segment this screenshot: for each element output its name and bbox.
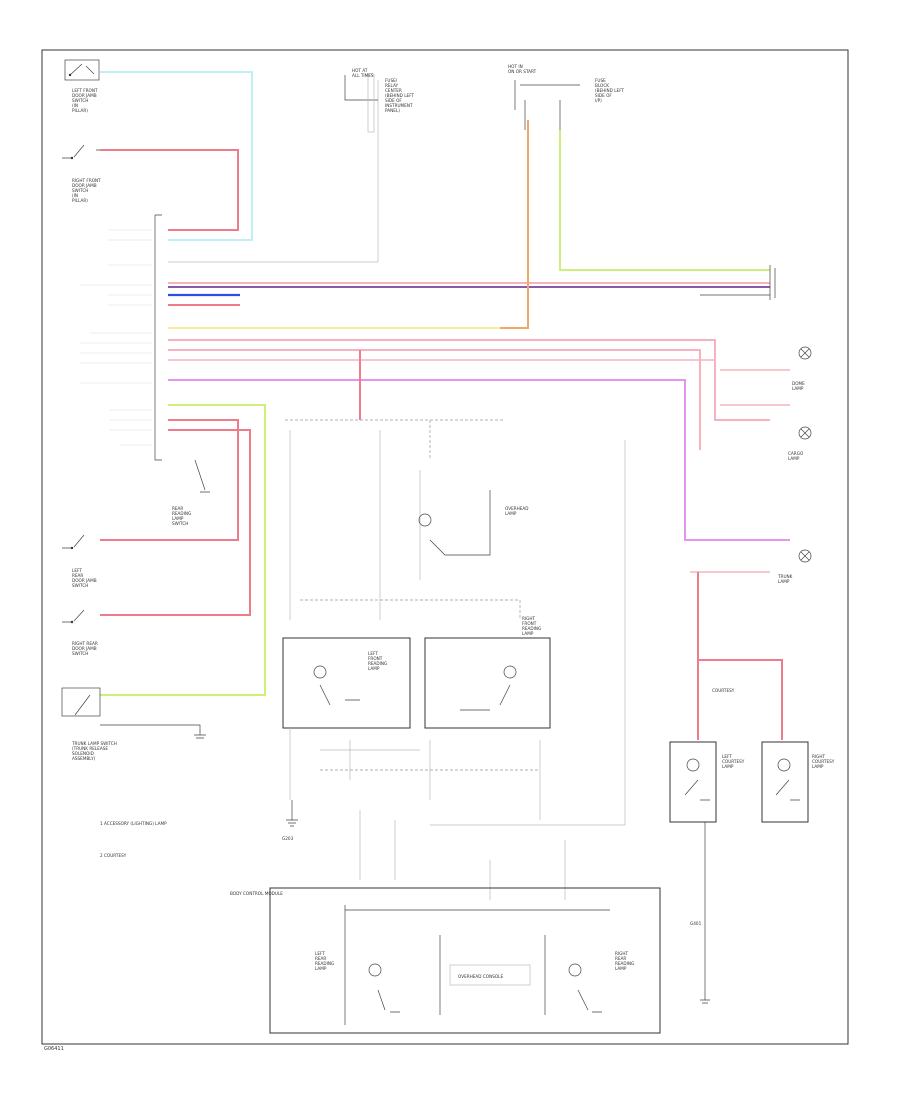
- left-rear-switch: [62, 534, 85, 550]
- center-top-lamp: [418, 490, 491, 556]
- red-courtesy-branch: [698, 659, 783, 740]
- green-wire-top: [559, 130, 770, 271]
- bcm-connector: [154, 214, 162, 461]
- left-courtesy-lamp: [669, 741, 717, 823]
- ground-lower-label: G401: [690, 921, 702, 926]
- red-wire-rr: [100, 429, 251, 616]
- rear-console-switch: [194, 459, 210, 493]
- courtesy-ground: [700, 822, 710, 1004]
- pink-wire-2: [168, 349, 701, 450]
- legend-1: 1 ACCESSORY (LIGHTING) LAMP: [100, 821, 167, 826]
- module-center-label: OVERHEAD CONSOLE: [458, 974, 503, 979]
- diagram-frame: [41, 49, 849, 1045]
- orange-wire: [168, 120, 529, 329]
- right-lamp-3: [798, 549, 812, 563]
- module-label: BODY CONTROL MODULE: [230, 891, 283, 896]
- fuse-block-center: [344, 73, 378, 133]
- rear-module: [269, 887, 661, 1034]
- right-rear-switch: [62, 609, 85, 624]
- red-wire-rear: [100, 419, 239, 541]
- pink-wire-1: [168, 339, 770, 421]
- right-courtesy-lamp: [761, 741, 809, 823]
- ground-left: [286, 800, 298, 827]
- green-wire: [100, 404, 266, 696]
- right-lamp-1: [798, 346, 812, 360]
- bcm-pin-labels: [80, 229, 152, 446]
- cyan-wire: [100, 71, 253, 241]
- gray-wire-top: [168, 80, 379, 263]
- left-front-reading-lamp: [282, 637, 411, 729]
- fuse-block-right: [514, 80, 580, 130]
- right-front-reading-lamp: [424, 637, 551, 729]
- trunk-switch: [61, 687, 206, 739]
- lf-door-switch: [64, 59, 100, 81]
- lower-harness: [289, 440, 626, 900]
- magenta-wire: [168, 379, 790, 541]
- rf-door-switch: [62, 144, 100, 160]
- red-wire-rf: [100, 149, 239, 231]
- right-lamp-2: [798, 426, 812, 440]
- g-ground-label: G203: [282, 836, 294, 841]
- legend-2: 2 COURTESY: [100, 853, 127, 858]
- courtesy-junction-label: COURTESY: [712, 688, 735, 693]
- footer-code: G06411: [44, 1046, 64, 1052]
- center-dashed-harness: [285, 419, 521, 620]
